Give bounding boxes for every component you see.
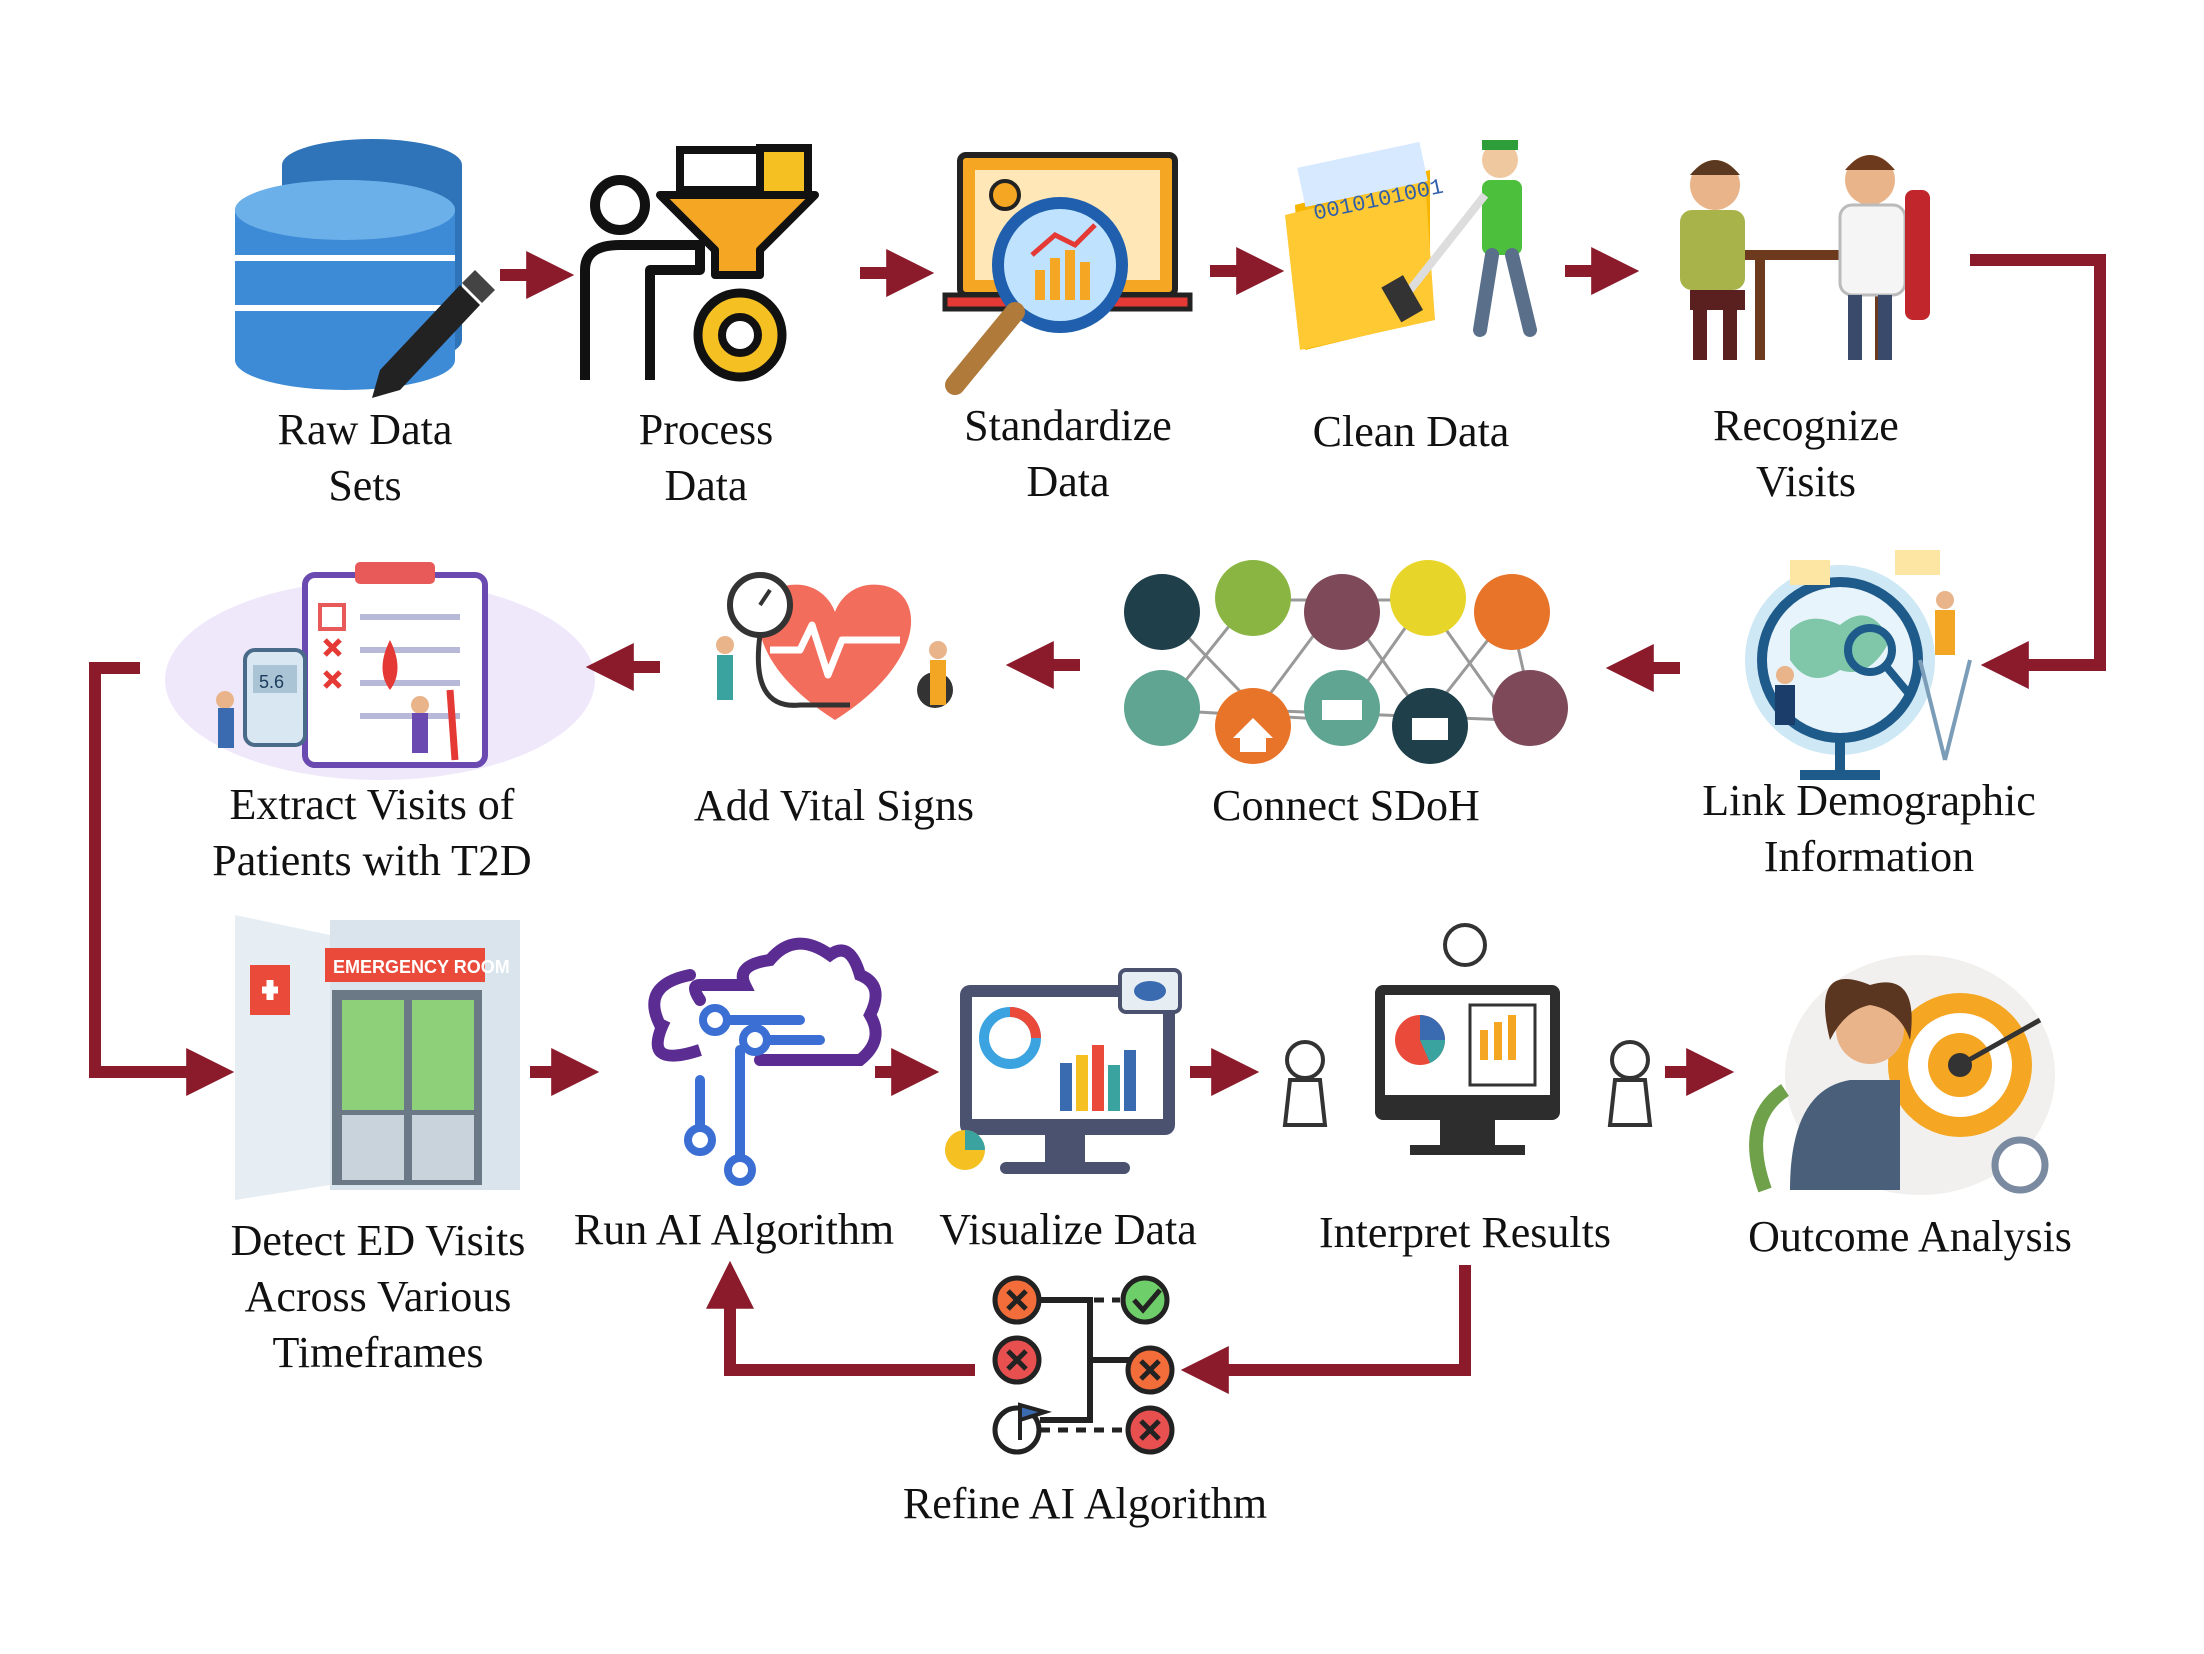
extract-visits-label-2: Patients with T2D	[212, 836, 531, 885]
process-funnel-icon	[580, 144, 819, 382]
interpret-results-label: Interpret Results	[1319, 1208, 1611, 1257]
flow-arrows	[89, 247, 2106, 1394]
detect-ed-visits-label-3: Timeframes	[272, 1328, 483, 1377]
arrow-refine-to-run	[706, 1260, 975, 1376]
refine-ai-label: Refine AI Algorithm	[903, 1479, 1267, 1528]
data-visualization-monitor-icon	[945, 968, 1182, 1174]
emergency-room-sign: EMERGENCY ROOM	[333, 957, 510, 977]
arrow-extract-to-detect	[89, 662, 235, 1096]
ai-brain-icon	[648, 937, 882, 1186]
standardize-data-label-2: Data	[1026, 457, 1109, 506]
arrow-recognize-to-link	[1970, 254, 2106, 689]
extract-visits-label-1: Extract Visits of	[230, 780, 515, 829]
raw-data-sets-label-1: Raw Data	[278, 405, 453, 454]
database-icon	[235, 139, 495, 398]
interpret-results-icon	[1282, 923, 1653, 1155]
standardize-data-label-1: Standardize	[964, 401, 1172, 450]
clipboard-glucose-icon: 5.6	[165, 562, 595, 780]
run-ai-label: Run AI Algorithm	[574, 1205, 894, 1254]
recognize-visits-label-2: Visits	[1756, 457, 1856, 506]
raw-data-sets-label-2: Sets	[328, 461, 401, 510]
add-vital-signs-label: Add Vital Signs	[694, 781, 974, 830]
connect-sdoh-label: Connect SDoH	[1212, 781, 1480, 830]
arrow-interpret-to-refine	[1180, 1265, 1471, 1394]
link-demographic-label-1: Link Demographic	[1702, 776, 2036, 825]
heart-vitals-icon	[716, 572, 953, 720]
process-data-label-1: Process	[639, 405, 773, 454]
process-data-label-2: Data	[664, 461, 747, 510]
target-outcome-icon	[1749, 955, 2055, 1195]
refine-decision-tree-icon	[992, 1275, 1175, 1455]
emergency-room-icon: EMERGENCY ROOM	[235, 915, 520, 1200]
doctor-visit-icon	[1680, 155, 1930, 360]
folder-cleaning-icon: 0010101001	[1285, 140, 1537, 350]
link-demographic-label-2: Information	[1764, 832, 1974, 881]
detect-ed-visits-label-1: Detect ED Visits	[231, 1216, 526, 1265]
glucose-reading: 5.6	[259, 672, 284, 692]
sdoh-network-icon	[1124, 560, 1568, 764]
recognize-visits-label-1: Recognize	[1713, 401, 1899, 450]
outcome-analysis-label: Outcome Analysis	[1748, 1212, 2072, 1261]
magnifier-monitor-icon	[942, 152, 1193, 395]
detect-ed-visits-label-2: Across Various	[245, 1272, 512, 1321]
globe-demographics-icon	[1745, 550, 1972, 780]
clean-data-label: Clean Data	[1313, 407, 1510, 456]
visualize-data-label: Visualize Data	[939, 1205, 1197, 1254]
